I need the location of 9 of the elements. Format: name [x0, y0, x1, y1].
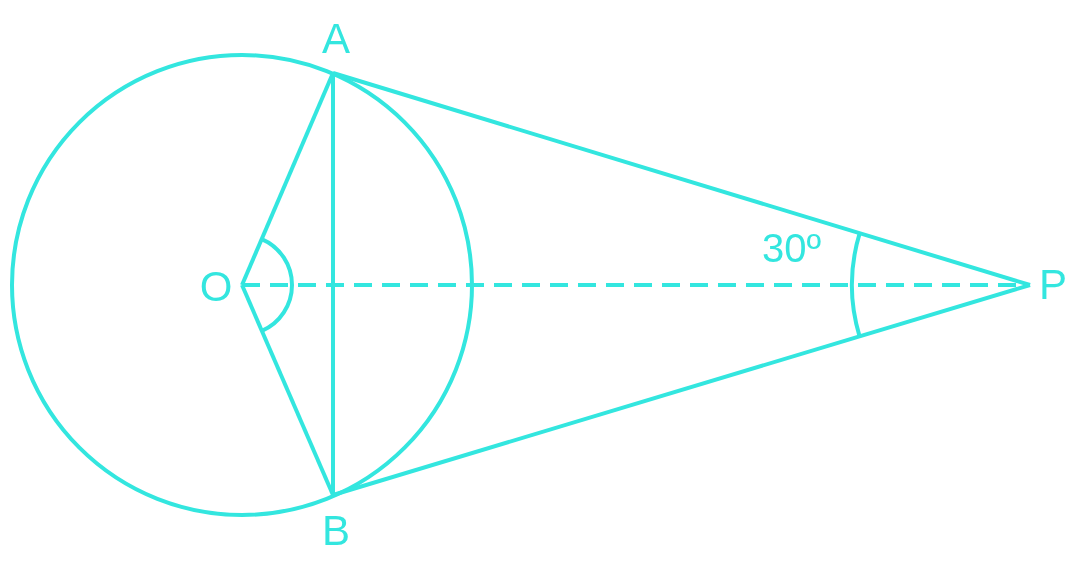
dashed-line — [242, 283, 1030, 287]
angle-label: 30º — [762, 228, 822, 268]
line-segment — [332, 283, 1031, 497]
point-label: B — [322, 510, 350, 552]
point-label: P — [1039, 264, 1067, 306]
point-label: A — [322, 18, 350, 60]
point-label: O — [199, 266, 233, 308]
line-segment — [331, 73, 335, 495]
line-segment — [332, 71, 1031, 287]
